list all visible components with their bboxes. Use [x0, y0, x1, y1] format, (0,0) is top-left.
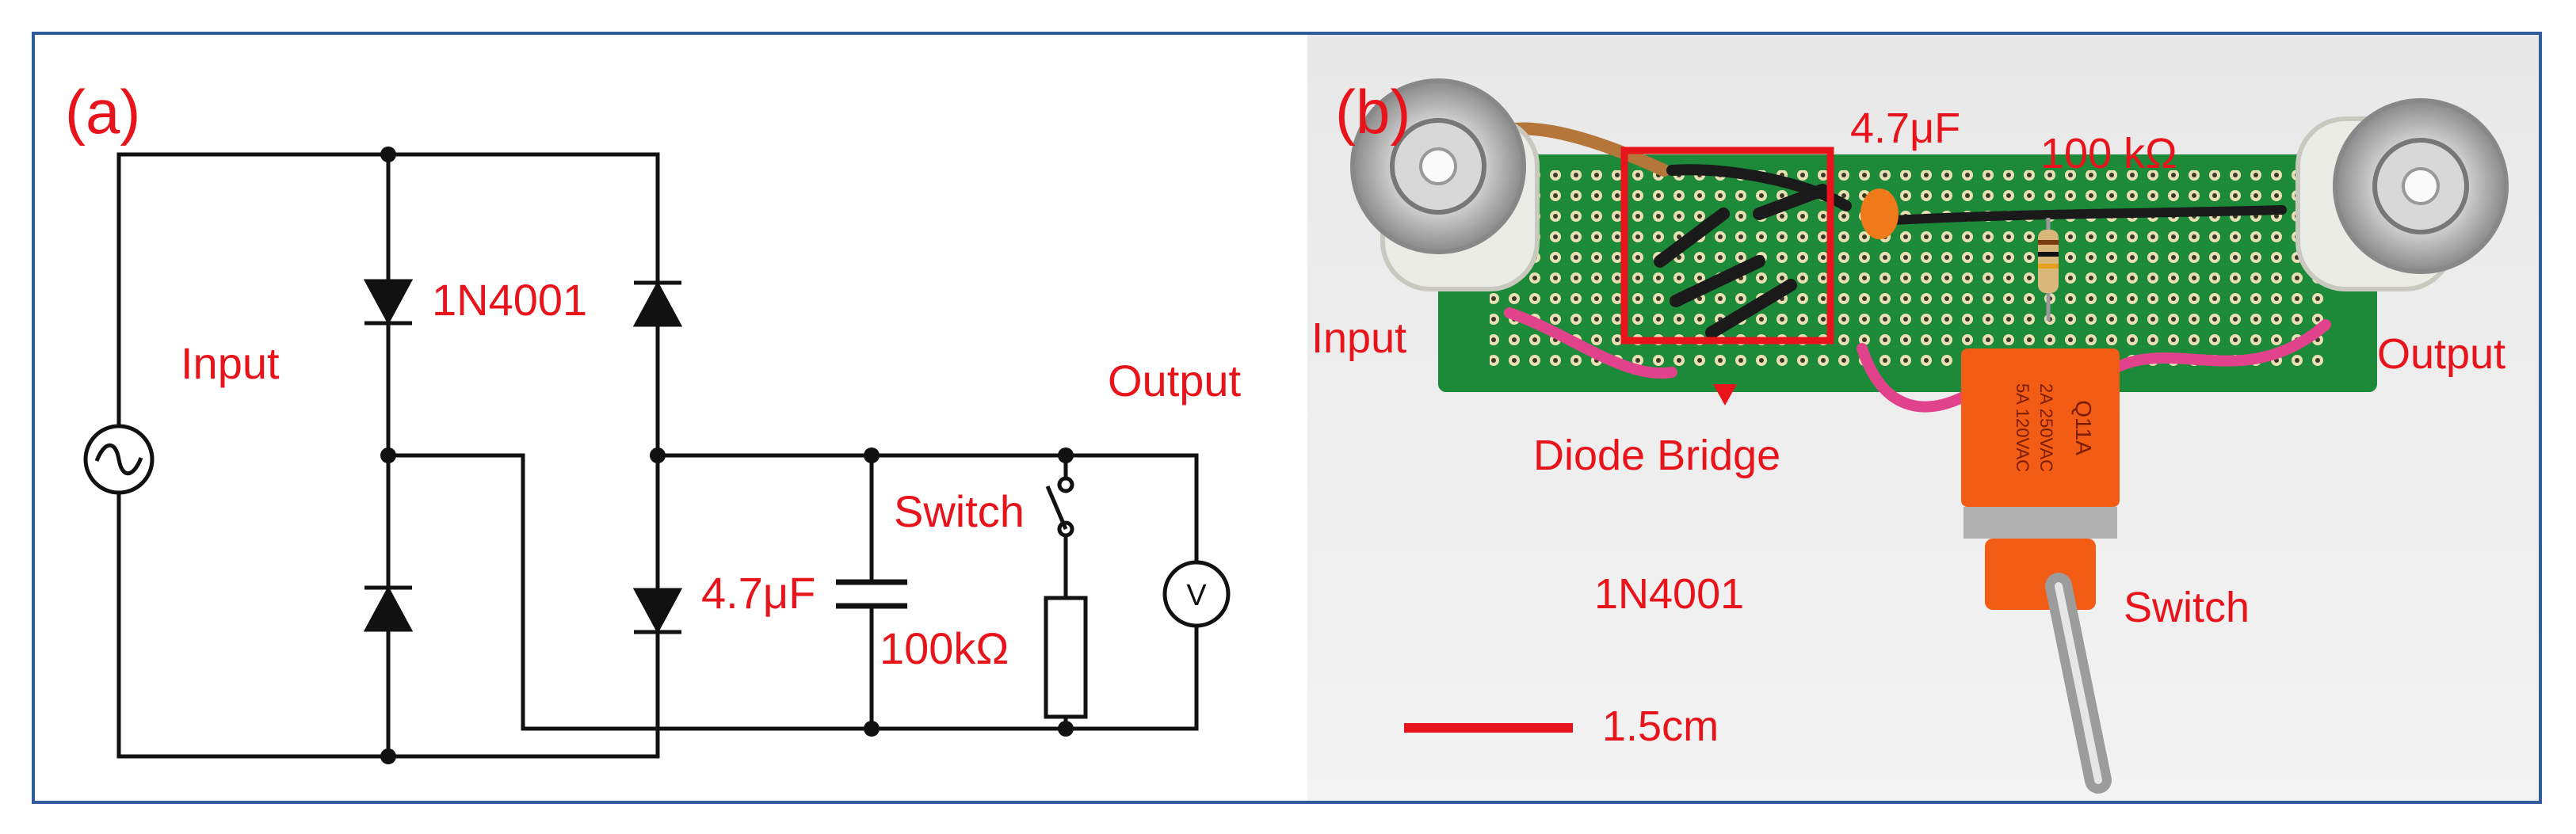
scale-bar-label: 1.5cm	[1602, 703, 1719, 750]
junction-dots	[380, 147, 1074, 764]
photo-output-label: Output	[2377, 330, 2505, 378]
diode-symbol-lower-right	[632, 588, 683, 634]
panel-b-photo: Q11A 2A 250VAC 5A 120VAC (b) 4.7μF 100 k…	[1307, 35, 2539, 801]
input-label: Input	[181, 338, 280, 388]
switch-symbol	[1045, 476, 1074, 538]
diode-symbol-lower-left	[363, 585, 414, 632]
bnc-connector-output	[2296, 98, 2509, 291]
photo-resistor-label: 100 kΩ	[2040, 130, 2177, 177]
capacitor-label: 4.7μF	[701, 568, 815, 618]
voltmeter-label: V	[1186, 579, 1207, 612]
photo-switch-label: Switch	[2124, 584, 2250, 631]
resistor-label: 100kΩ	[880, 623, 1009, 673]
capacitor-symbol	[836, 579, 907, 609]
photo-diode-label: 1N4001	[1594, 570, 1744, 618]
diode-bridge-pointer-arrow	[1713, 384, 1737, 406]
photo-diode-bridge-label: Diode Bridge	[1533, 432, 1780, 479]
ac-source-symbol	[83, 424, 155, 495]
board-diodes	[1654, 184, 1829, 339]
photo-capacitor-label: 4.7μF	[1850, 105, 1960, 152]
panel-a-schematic: (a)	[65, 77, 1242, 764]
voltmeter-symbol: V	[1162, 560, 1231, 628]
toggle-switch: Q11A 2A 250VAC 5A 120VAC	[1961, 348, 2120, 794]
board-resistor	[2038, 218, 2059, 321]
panel-b-tag: (b)	[1335, 77, 1410, 147]
diode-symbol-upper-left	[363, 279, 414, 326]
diode-label: 1N4001	[432, 275, 587, 325]
board-capacitor	[1860, 189, 1899, 239]
output-label: Output	[1108, 356, 1242, 406]
bnc-connector-input	[1350, 78, 1540, 291]
photo-input-label: Input	[1311, 314, 1406, 362]
switch-print-1: Q11A	[2071, 400, 2096, 455]
resistor-symbol	[1044, 596, 1088, 719]
panel-a-tag: (a)	[65, 77, 140, 147]
switch-print-3: 5A 120VAC	[2013, 383, 2032, 472]
switch-print-2: 2A 250VAC	[2036, 383, 2056, 472]
switch-label: Switch	[894, 486, 1025, 536]
diode-bridge-highlight-box	[1620, 147, 1834, 345]
diode-symbol-upper-right	[632, 280, 683, 327]
